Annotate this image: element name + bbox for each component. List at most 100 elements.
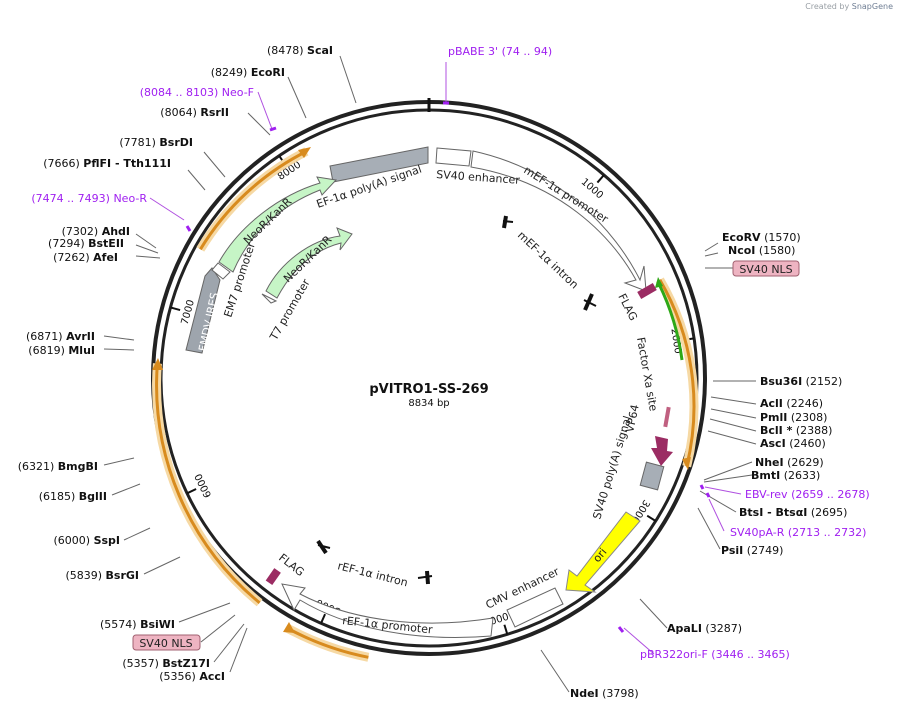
leader-bmti (703, 474, 753, 483)
primer-pbabe: pBABE 3' (74 .. 94) (448, 45, 552, 58)
site-ecorv: EcoRV (1570) (722, 231, 801, 244)
credit-prefix: Created by (805, 2, 850, 11)
mark-neo-r (185, 225, 192, 232)
snapgene-credit: Created by SnapGene (805, 2, 893, 11)
plasmid-length: 8834 bp (408, 398, 449, 409)
site-scai: (8478) ScaI (267, 44, 333, 57)
site-bmti: BmtI (2633) (751, 469, 820, 482)
nls-tag-right (732, 260, 800, 277)
leader-ahdi (135, 233, 157, 249)
ref1a-intron-end (417, 575, 433, 579)
label-ref1a-intron: rEF-1α intron (336, 559, 409, 589)
label-sv40-polya: SV40 poly(A) signal (590, 414, 634, 521)
leader-lines (103, 55, 757, 693)
site-bcli: BclI * (2388) (760, 424, 832, 437)
feature-vp64 (651, 436, 673, 466)
site-btsi: BtsI - BtsαI (2695) (739, 506, 847, 519)
site-ncoi: NcoI (1580) (728, 244, 795, 257)
leader-psii (697, 507, 721, 550)
leader-acli (710, 396, 757, 405)
leader-sspi (123, 527, 151, 541)
ref1a-intron-end-cap (425, 570, 430, 585)
site-ecori: (8249) EcoRI (211, 66, 285, 79)
leader-bsrgi (143, 556, 181, 575)
feature-t7-promoter (261, 293, 278, 304)
feature-shapes (185, 146, 673, 638)
leader-neo-r (149, 197, 185, 221)
primer-neo-r: (7474 .. 7493) Neo-R (31, 192, 147, 205)
leader-sv40pa (708, 498, 725, 532)
green-arc-arrowhead (655, 277, 663, 288)
site-ndei: NdeI (3798) (570, 687, 639, 700)
nls-tags: SV40 NLS SV40 NLS (132, 260, 800, 651)
site-mlui: (6819) MluI (28, 344, 95, 357)
feature-neor-inner (265, 227, 353, 299)
site-labels: (8478) ScaI (8249) EcoRI (8064) RsrII (7… (18, 44, 848, 700)
orf-arrowhead-right (682, 457, 691, 470)
leader-rsrii (247, 112, 271, 136)
orf-arrowhead-upper-left (298, 147, 311, 158)
orf-arc-left-core (155, 363, 261, 604)
leader-nhei (703, 461, 753, 481)
leader-mlui (103, 348, 135, 351)
leader-nls-left (200, 614, 236, 643)
site-apali: ApaLI (3287) (667, 622, 742, 635)
feature-sv40-polya (639, 461, 665, 491)
leader-bsiwi (178, 602, 231, 623)
site-bstz17i: (5357) BstZ17I (122, 657, 210, 670)
plasmid-name: pVITRO1-SS-269 (369, 382, 488, 397)
leader-bcli (709, 418, 757, 432)
primer-neo-f: (8084 .. 8103) Neo-F (140, 86, 254, 99)
site-bsteii: (7294) BstEII (48, 237, 124, 250)
orf-arc-upper-left-core (199, 150, 308, 251)
site-ahdi: (7302) AhdI (62, 225, 130, 238)
orf-arrowhead-left (152, 358, 163, 370)
leader-bstz17i (213, 623, 245, 663)
factor-xa-green-arc (657, 283, 684, 361)
intron-marks (316, 215, 597, 585)
ref1a-intron-start-cap (316, 539, 328, 555)
mark-sv40pa (705, 492, 711, 498)
site-bsrdi: (7781) BsrDI (119, 136, 193, 149)
label-factor-xa: Factor Xa site (634, 336, 660, 412)
primer-pbr322: pBR322ori-F (3446 .. 3465) (640, 648, 790, 661)
tick-mark (646, 514, 657, 522)
mark-ebv (699, 484, 705, 490)
label-sv40-enhancer: SV40 enhancer (436, 168, 521, 187)
feature-sv40-enhancer (435, 147, 472, 167)
site-pflfi: (7666) PflFI - Tth111I (43, 157, 171, 170)
leader-bglii (111, 483, 141, 496)
leader-ecorv (704, 242, 719, 252)
leader-neo-f (257, 91, 273, 130)
feature-ref1a-promoter (281, 583, 494, 638)
tick-mark (596, 174, 605, 184)
site-acci: (5356) AccI (159, 670, 225, 683)
nls-tag-left (132, 634, 201, 651)
site-asci: AscI (2460) (760, 437, 826, 450)
feature-neor-outer (218, 176, 338, 273)
site-bsiwi: (5574) BsiWI (100, 618, 175, 631)
tick-mark (503, 624, 509, 635)
feature-flag-bottom (265, 568, 281, 586)
leader-ecori (287, 76, 307, 119)
leader-pbr322 (623, 627, 655, 655)
primer-leaders (149, 62, 742, 655)
primer-ebv: EBV-rev (2659 .. 2678) (745, 488, 870, 501)
label-flag-bottom: FLAG (276, 551, 307, 579)
leader-ebv (704, 486, 742, 495)
backbone-inner-ring (159, 108, 699, 648)
tick-label: 6000 (193, 472, 214, 500)
tick-mark (186, 488, 197, 495)
leader-bsteii (135, 244, 159, 254)
primer-labels: pBABE 3' (74 .. 94) (8084 .. 8103) Neo-F… (31, 45, 869, 661)
feature-flag-top (637, 283, 657, 299)
site-acli: AclI (2246) (760, 397, 823, 410)
leader-ncoi (704, 252, 719, 257)
tick-mark (170, 306, 181, 312)
site-bsu36i: Bsu36I (2152) (760, 375, 842, 388)
label-flag-top: FLAG (615, 291, 640, 322)
leader-ndei (540, 649, 570, 693)
site-rsrii: (8064) RsrII (160, 106, 229, 119)
orf-arc-top-right-core (658, 279, 696, 467)
tick-mark (320, 613, 326, 624)
